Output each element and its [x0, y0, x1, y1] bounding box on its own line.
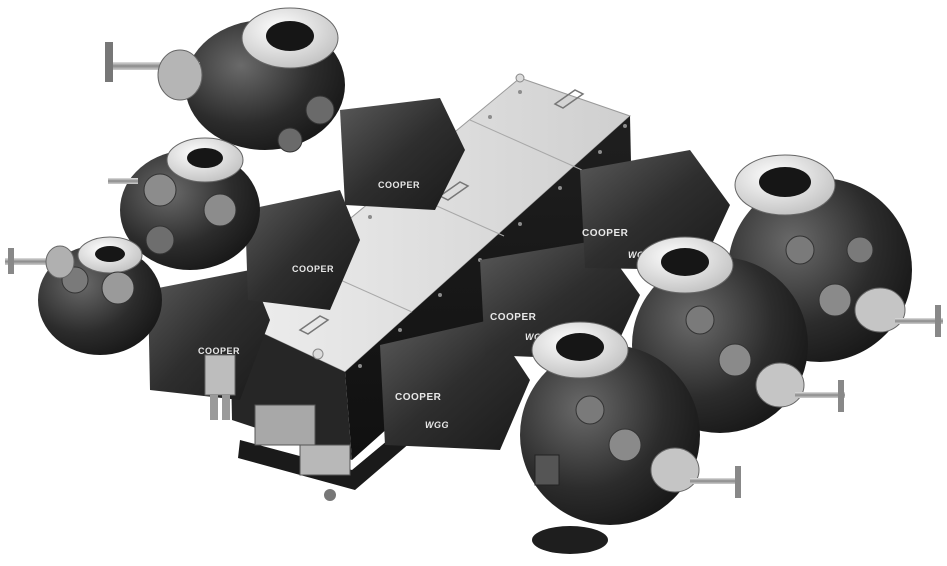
unloader: [854, 287, 906, 333]
cooper-logo: COOPER: [198, 346, 240, 356]
handwheel-icon: [105, 42, 113, 82]
unloader: [157, 49, 203, 101]
handwheel-icon: [838, 380, 844, 412]
distance-piece-left-2: COOPER: [245, 190, 360, 310]
valve-stem: [895, 318, 943, 324]
distance-piece-left-1: COOPER: [148, 270, 270, 400]
handwheel-icon: [735, 466, 741, 498]
valve-stem: [5, 258, 55, 265]
cooper-logo: COOPER: [395, 392, 442, 403]
handwheel-icon: [935, 305, 941, 337]
distance-piece-left-3: COOPER: [340, 98, 465, 210]
wgg-logo: WGG: [425, 420, 449, 430]
lubricator-assembly: [204, 354, 351, 501]
cooper-logo: COOPER: [292, 264, 334, 274]
cooper-logo: COOPER: [378, 180, 420, 190]
valve-stem: [690, 478, 740, 484]
handwheel-icon: [8, 248, 14, 274]
support-foot: [532, 526, 608, 554]
cooper-logo: COOPER: [490, 312, 537, 323]
valve-stem: [795, 392, 845, 398]
cooper-logo: COOPER: [582, 228, 629, 239]
cylinder-left-mid: [108, 137, 260, 270]
valve-stem: [110, 62, 200, 70]
unloader: [650, 447, 700, 493]
cylinder-right-front: [520, 321, 741, 554]
cylinder-left-low: [5, 236, 162, 355]
unloader: [755, 362, 805, 408]
cylinder-left-top: [105, 7, 345, 153]
